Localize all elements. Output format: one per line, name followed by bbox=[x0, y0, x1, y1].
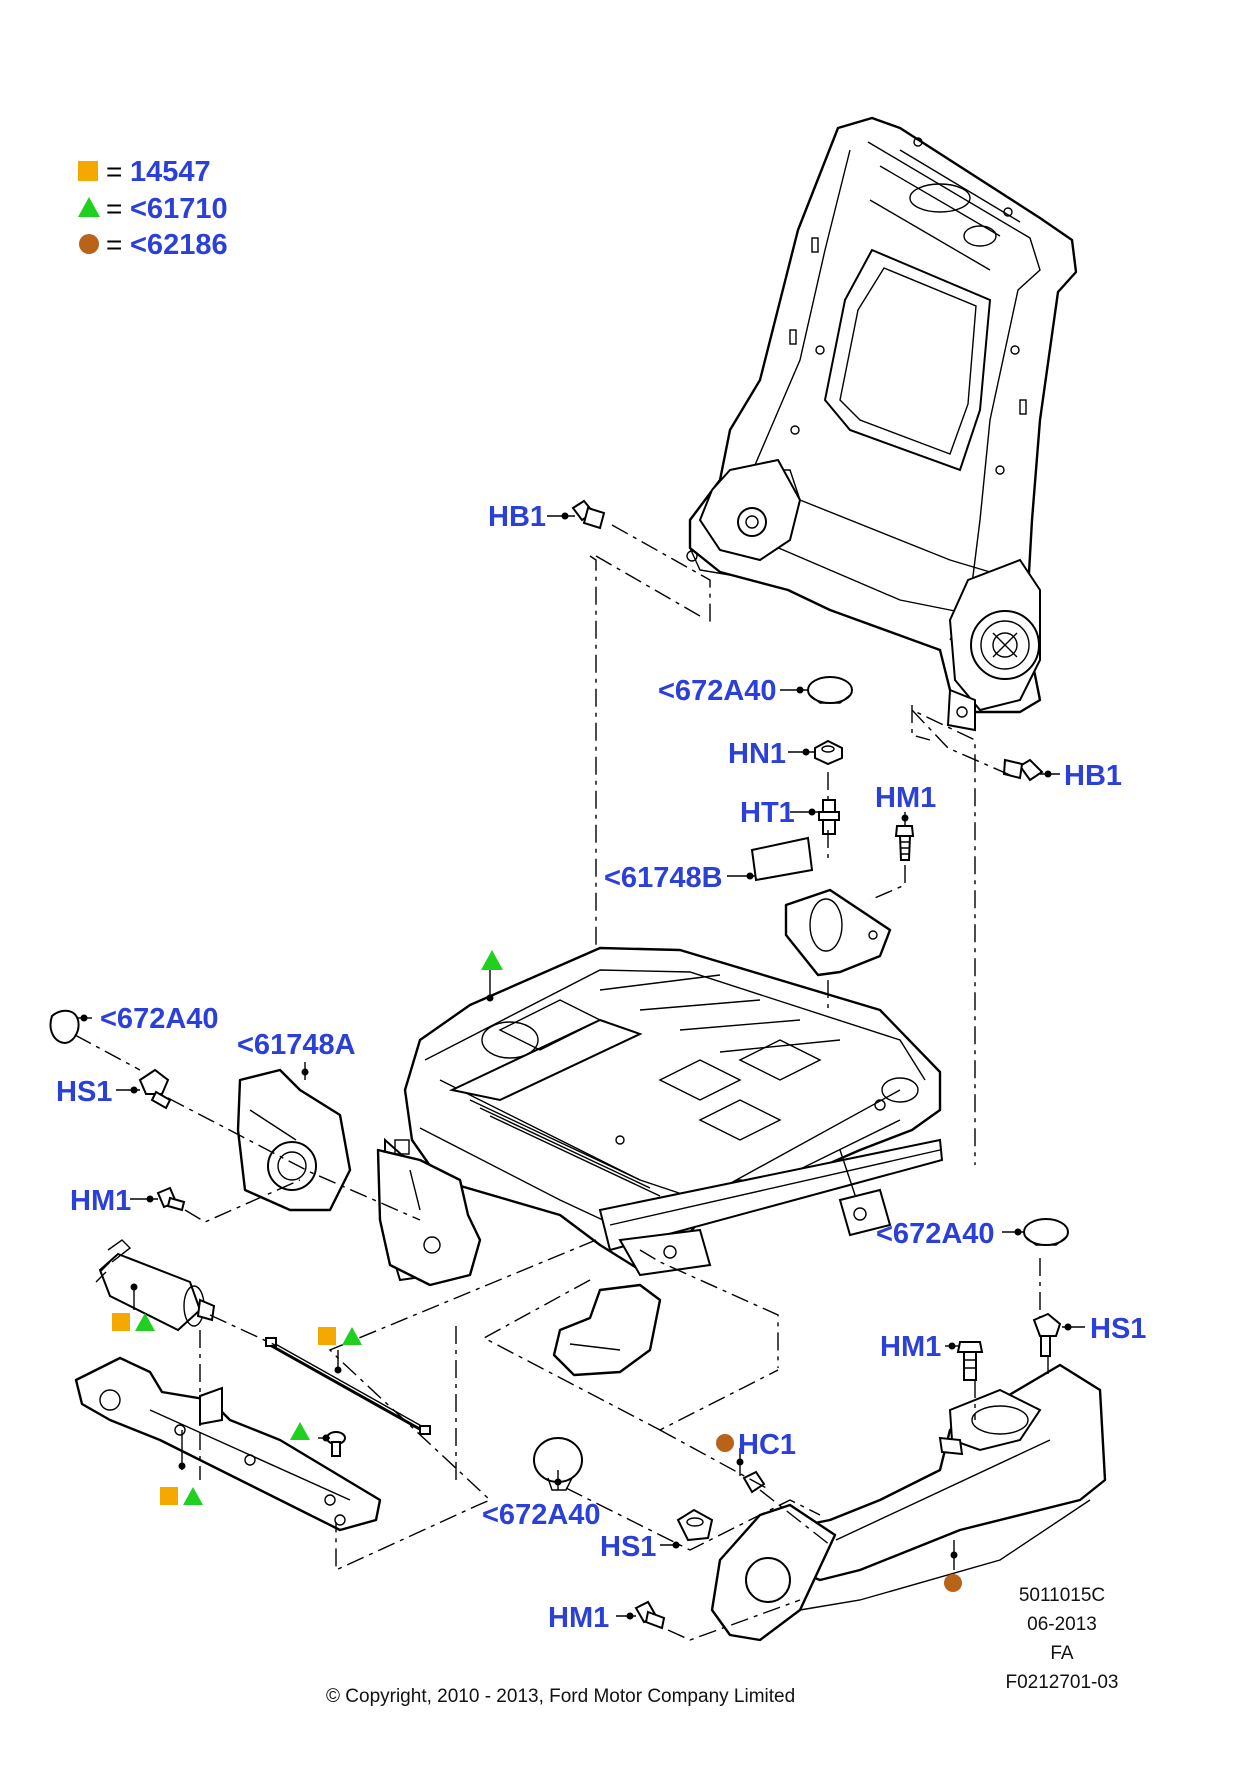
legend-value-61710: <61710 bbox=[130, 193, 228, 225]
reference-number: 5011015C bbox=[1019, 1585, 1105, 1606]
label-hb1-top[interactable]: HB1 bbox=[488, 501, 546, 533]
orange-square-icon bbox=[112, 1313, 130, 1331]
label-hn1[interactable]: HN1 bbox=[728, 738, 786, 770]
orange-square-icon bbox=[78, 161, 98, 181]
green-triangle-icon bbox=[342, 1327, 362, 1345]
brown-circle-icon bbox=[716, 1434, 734, 1452]
label-bracket-61748b[interactable]: <61748B bbox=[604, 862, 723, 894]
side-shield bbox=[710, 1363, 1107, 1642]
green-triangle-icon bbox=[183, 1487, 203, 1505]
actuator-motor bbox=[95, 1239, 216, 1332]
legend: = 14547 = <61710 = <62186 bbox=[78, 156, 228, 261]
green-triangle-icon bbox=[481, 950, 503, 970]
green-triangle-icon bbox=[135, 1313, 155, 1331]
orange-square-icon bbox=[318, 1327, 336, 1345]
label-cap-bottom[interactable]: <672A40 bbox=[482, 1499, 601, 1531]
stud-ht1 bbox=[818, 799, 840, 835]
drive-cable bbox=[265, 1337, 431, 1435]
label-hm1-bottom[interactable]: HM1 bbox=[548, 1602, 609, 1634]
legend-equals: = bbox=[106, 229, 122, 260]
screw-hm1-top bbox=[894, 825, 915, 861]
green-triangle-icon bbox=[78, 197, 100, 217]
label-hs1-left[interactable]: HS1 bbox=[56, 1076, 112, 1108]
brown-circle-icon bbox=[79, 234, 99, 254]
assembly-guide-lines bbox=[74, 524, 1049, 1641]
rear-bracket bbox=[552, 1283, 662, 1377]
green-triangle-icon bbox=[290, 1422, 310, 1440]
cap-top bbox=[807, 676, 853, 704]
label-cap-left[interactable]: <672A40 bbox=[100, 1003, 219, 1035]
label-bracket-61748a[interactable]: <61748A bbox=[237, 1029, 356, 1061]
part-labels: HB1 HB1 <672A40 HN1 HT1 HM1 <61748B <672… bbox=[56, 501, 1146, 1634]
label-ht1[interactable]: HT1 bbox=[740, 797, 795, 829]
screw-hm1-bottom bbox=[634, 1600, 666, 1630]
legend-value-62186: <62186 bbox=[130, 229, 228, 261]
label-hm1-right[interactable]: HM1 bbox=[880, 1331, 941, 1363]
footer: 5011015C 06-2013 FA F0212701-03 © Copyri… bbox=[326, 1585, 1119, 1707]
label-hb1-right[interactable]: HB1 bbox=[1064, 760, 1122, 792]
rail-bracket bbox=[74, 1356, 382, 1532]
screw-hm1-left bbox=[156, 1186, 186, 1212]
symbol-markers bbox=[112, 950, 962, 1592]
cap-right bbox=[1023, 1218, 1069, 1246]
screw-hs1-bottom bbox=[676, 1508, 714, 1542]
legend-equals: = bbox=[106, 193, 122, 224]
screw-hs1-right bbox=[1032, 1312, 1062, 1357]
legend-equals: = bbox=[106, 156, 122, 187]
label-hm1-top[interactable]: HM1 bbox=[875, 782, 936, 814]
date-code: 06-2013 bbox=[1027, 1614, 1097, 1635]
screw-small bbox=[326, 1431, 346, 1457]
bracket-61748a bbox=[236, 1068, 352, 1212]
screw-hs1-left bbox=[138, 1068, 172, 1110]
label-cap-top[interactable]: <672A40 bbox=[658, 675, 777, 707]
label-cap-right[interactable]: <672A40 bbox=[876, 1218, 995, 1250]
drawing-number: F0212701-03 bbox=[1005, 1672, 1118, 1693]
bracket-61748b bbox=[750, 836, 892, 977]
front-leg-bracket bbox=[376, 1148, 482, 1287]
label-hs1-bottom[interactable]: HS1 bbox=[600, 1531, 656, 1563]
cap-left bbox=[49, 1009, 80, 1044]
copyright: © Copyright, 2010 - 2013, Ford Motor Com… bbox=[326, 1686, 795, 1707]
bolt-hb1-top bbox=[571, 499, 606, 530]
label-hs1-right[interactable]: HS1 bbox=[1090, 1313, 1146, 1345]
bolt-hb1-right bbox=[1002, 758, 1044, 782]
label-hc1[interactable]: HC1 bbox=[738, 1429, 796, 1461]
screw-hm1-right bbox=[956, 1341, 984, 1381]
label-hm1-left[interactable]: HM1 bbox=[70, 1185, 131, 1217]
seat-back-frame bbox=[686, 116, 1078, 732]
legend-value-14547: 14547 bbox=[130, 156, 211, 188]
orange-square-icon bbox=[160, 1487, 178, 1505]
region-code: FA bbox=[1050, 1643, 1074, 1664]
leader-lines bbox=[78, 512, 1085, 1620]
nut-hn1 bbox=[814, 739, 843, 766]
brown-circle-icon bbox=[944, 1574, 962, 1592]
